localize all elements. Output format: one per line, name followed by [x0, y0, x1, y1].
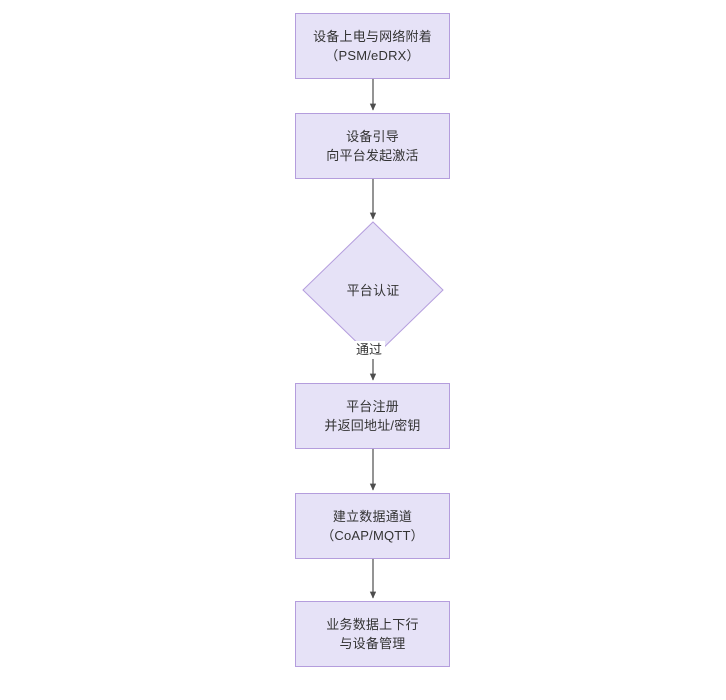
node-label-platform-authentication: 平台认证 — [346, 282, 400, 298]
node-device-bootstrap[interactable]: 设备引导 向平台发起激活 — [295, 113, 450, 179]
node-platform-registration[interactable]: 平台注册 并返回地址/密钥 — [295, 383, 450, 449]
node-establish-data-channel[interactable]: 建立数据通道 （CoAP/MQTT） — [295, 493, 450, 559]
node-label-establish-data-channel: 建立数据通道 （CoAP/MQTT） — [321, 509, 424, 543]
edge-label-auth-pass: 通过 — [353, 341, 386, 359]
node-business-data-and-device-management[interactable]: 业务数据上下行 与设备管理 — [295, 601, 450, 667]
node-label-platform-registration: 平台注册 并返回地址/密钥 — [324, 399, 421, 433]
node-platform-authentication[interactable]: 平台认证 — [303, 221, 443, 359]
node-label-device-power-on: 设备上电与网络附着 （PSM/eDRX） — [313, 29, 432, 63]
node-label-business-data-and-device-management: 业务数据上下行 与设备管理 — [326, 617, 419, 651]
node-label-device-bootstrap: 设备引导 向平台发起激活 — [326, 129, 419, 163]
node-device-power-on[interactable]: 设备上电与网络附着 （PSM/eDRX） — [295, 13, 450, 79]
